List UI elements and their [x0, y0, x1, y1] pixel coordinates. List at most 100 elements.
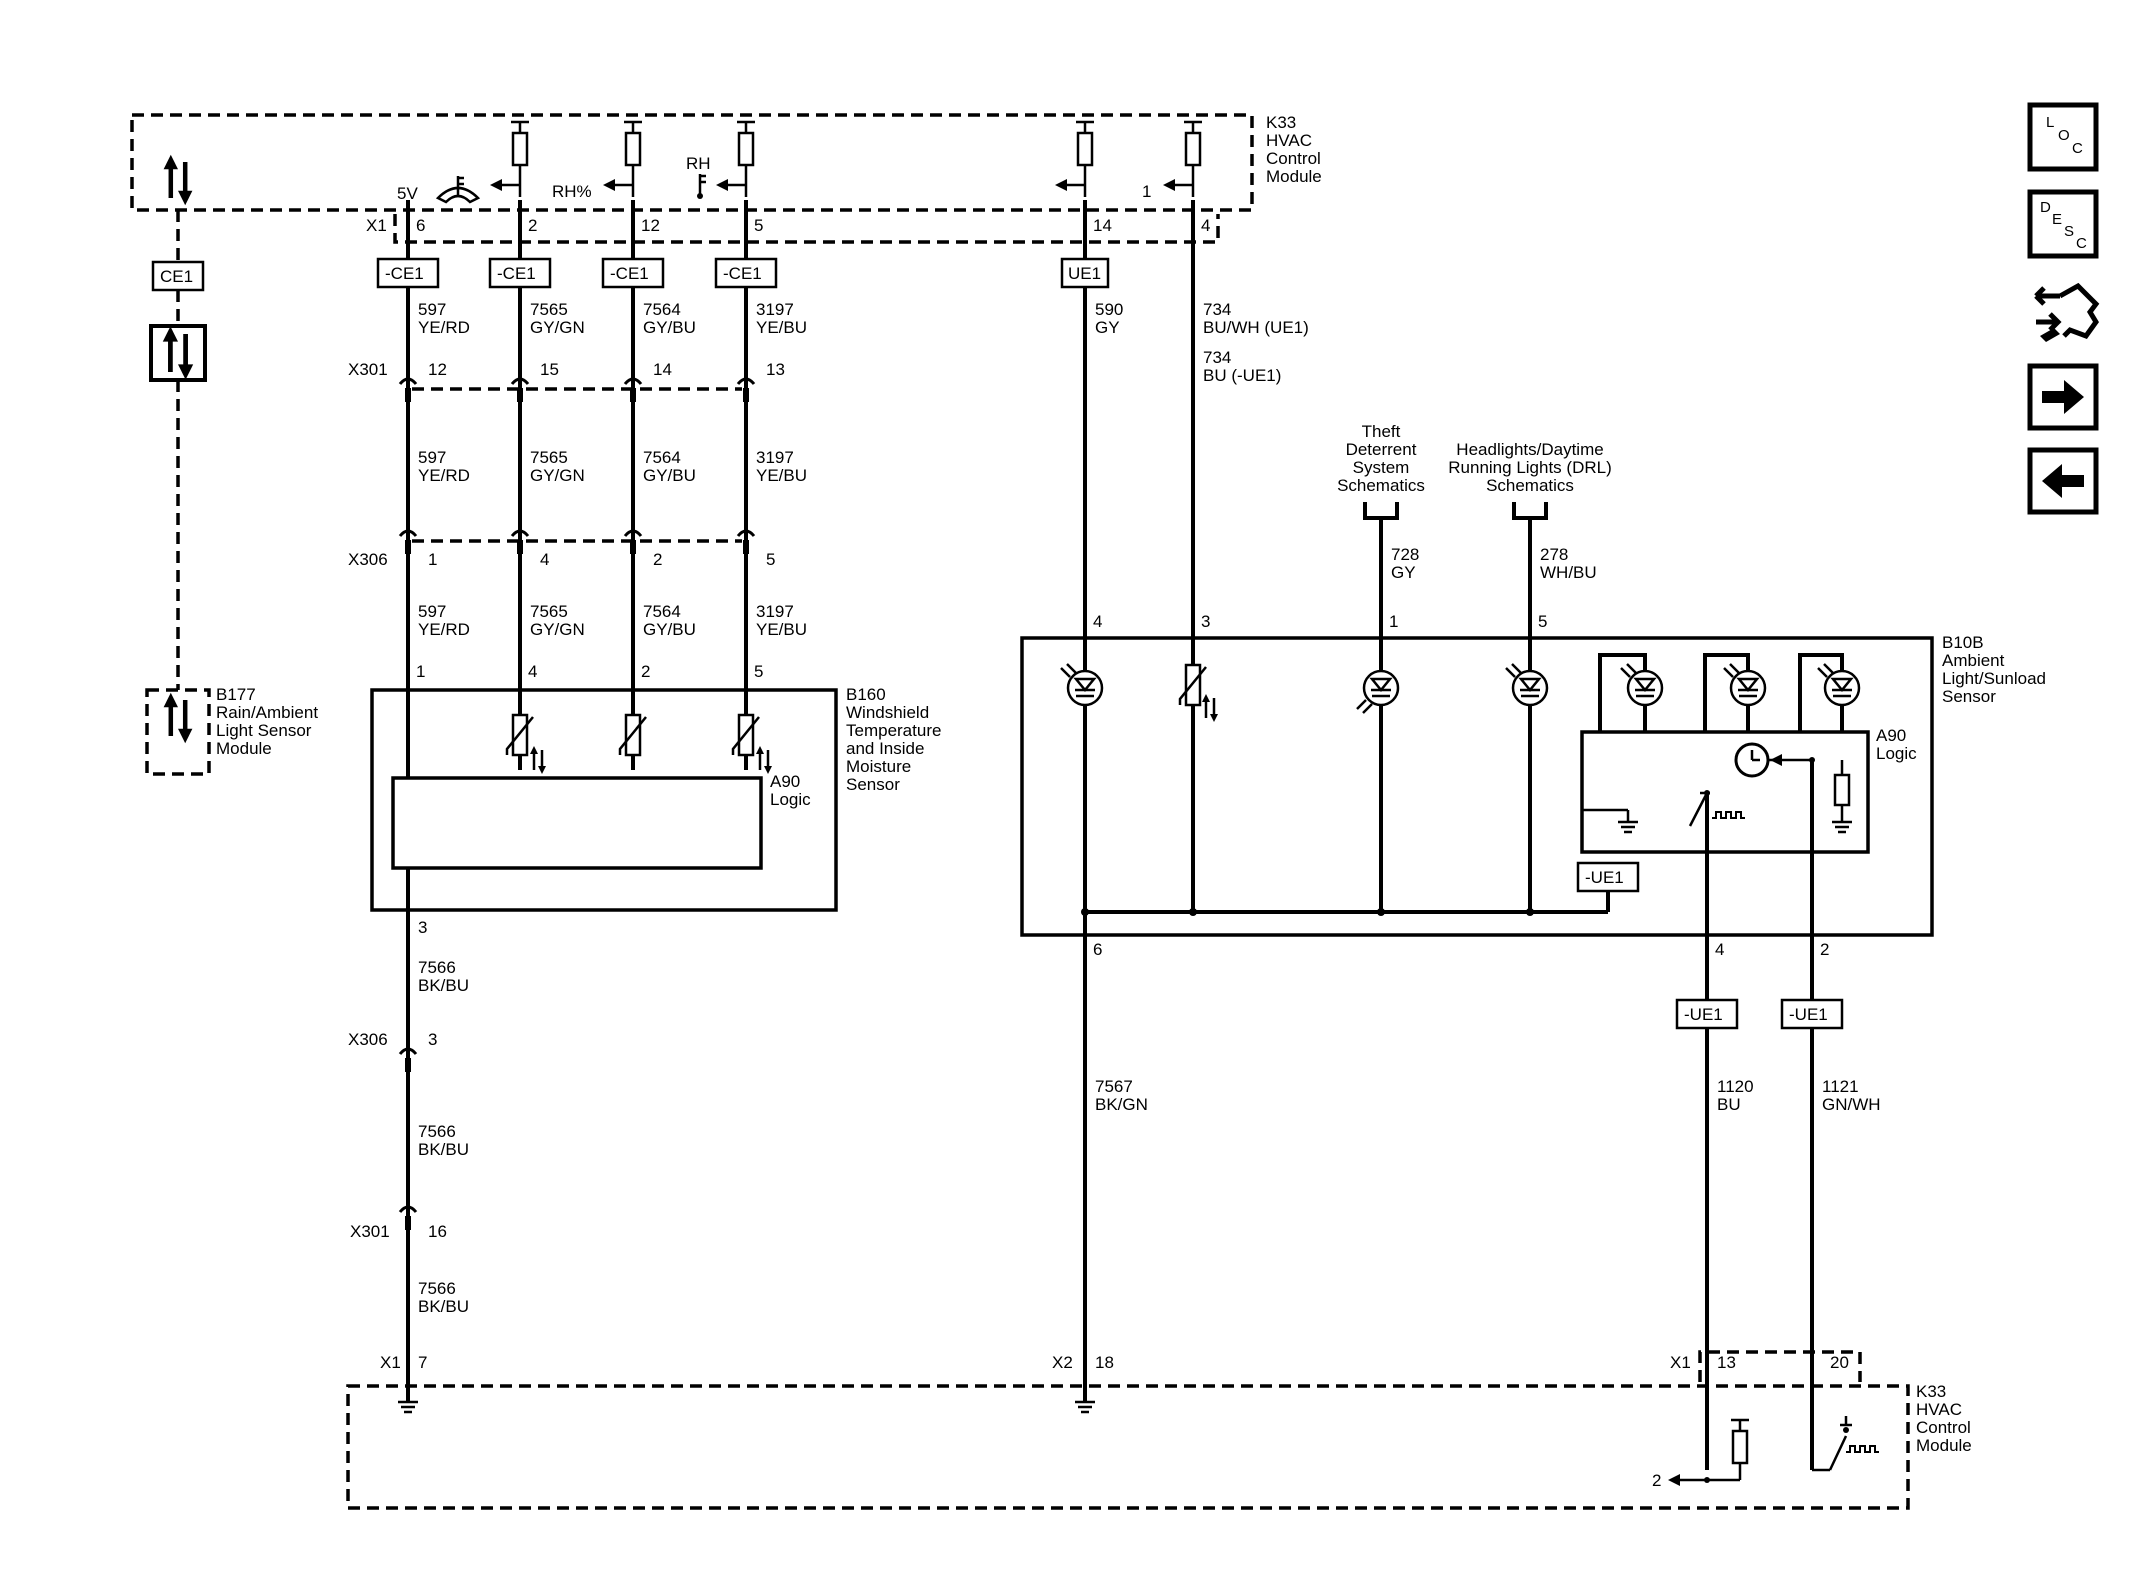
b160-label-2: Windshield: [846, 703, 929, 722]
five-volt-label: 5V: [397, 184, 418, 203]
svg-text:-UE1: -UE1: [1585, 868, 1624, 887]
x1-bottom-connector: X1: [1670, 1353, 1691, 1372]
k33-top-label-4: Module: [1266, 167, 1322, 186]
pullup-resistor-5: [714, 120, 757, 199]
x306-bottom-connector: X306: [348, 1030, 388, 1049]
b160-circuits: -CE1 -CE1 -CE1 -CE1 597 YE/RD 7565 GY/GN…: [348, 200, 807, 773]
x301-pin-14: 14: [653, 360, 672, 379]
wire-728-color: GY: [1391, 563, 1416, 582]
thermistor-icon: [1178, 663, 1208, 707]
ground-icon: [1616, 810, 1640, 834]
svg-text:-UE1: -UE1: [1684, 1005, 1723, 1024]
svg-text:-CE1: -CE1: [723, 264, 762, 283]
rh-label: RH: [686, 154, 711, 173]
b10b-pin-5: 5: [1538, 612, 1547, 631]
neg-ce1-tag-6: -CE1: [376, 257, 440, 289]
wire-3197-id-c: 3197: [756, 602, 794, 621]
b10b-logic-label-2: Logic: [1876, 744, 1917, 763]
neg-ue1-tag-4: -UE1: [1675, 998, 1739, 1030]
x306-pin-4: 4: [540, 550, 549, 569]
wire-7565-id-c: 7565: [530, 602, 568, 621]
k33-ground-pin-7: 7: [418, 1353, 427, 1372]
wire-7566-id-a: 7566: [418, 958, 456, 977]
theft-ref-4: Schematics: [1337, 476, 1425, 495]
ce1-tag: CE1: [151, 260, 205, 292]
wire-278-color: WH/BU: [1540, 563, 1597, 582]
wire-597-color-c: YE/RD: [418, 620, 470, 639]
b10b-label-2: Ambient: [1942, 651, 2005, 670]
k33-module-bottom: K33 HVAC Control Module X1 13 20 2: [346, 1350, 1972, 1510]
b177-label-1: B177: [216, 685, 256, 704]
wire-597-id-b: 597: [418, 448, 446, 467]
b10b-pin-1: 1: [1389, 612, 1398, 631]
next-page-arrow-icon[interactable]: [2027, 363, 2099, 431]
b160-pin-3: 3: [418, 918, 427, 937]
svg-text:O: O: [2058, 127, 2070, 144]
x301-bottom-connector: X301: [350, 1222, 390, 1241]
b160-label-5: Moisture: [846, 757, 911, 776]
switch-icon: [1812, 1416, 1879, 1472]
neg-ce1-tag-2: -CE1: [488, 257, 552, 289]
wire-7566-id-c: 7566: [418, 1279, 456, 1298]
serial-data-symbol: [149, 324, 207, 382]
b177-serial-link: CE1 B177 Rain/Ambient Light Sensor Modul…: [145, 210, 318, 776]
connector-repair-icon[interactable]: [2034, 282, 2100, 342]
k33-top-label-1: K33: [1266, 113, 1296, 132]
k33-top-pin-14: 14: [1093, 216, 1112, 235]
wire-597-color-a: YE/RD: [418, 318, 470, 337]
wire-734-color-a: BU/WH (UE1): [1203, 318, 1309, 337]
b10b-pin-4-out: 4: [1715, 940, 1724, 959]
b10b-pin-3: 3: [1201, 612, 1210, 631]
wire-7567-color: BK/GN: [1095, 1095, 1148, 1114]
b10b-pin-6: 6: [1093, 940, 1102, 959]
b160-pin-5: 5: [754, 662, 763, 681]
b160-label-4: and Inside: [846, 739, 924, 758]
b160-logic-label-1: A90: [770, 772, 800, 791]
previous-page-arrow-icon[interactable]: [2027, 447, 2099, 515]
b160-label-3: Temperature: [846, 721, 941, 740]
wire-3197-id-b: 3197: [756, 448, 794, 467]
b177-module: B177 Rain/Ambient Light Sensor Module: [145, 685, 318, 776]
wire-7564-color-c: GY/BU: [643, 620, 696, 639]
rh-percent-label: RH%: [552, 182, 592, 201]
neg-ue1-tag-internal: -UE1: [1576, 861, 1640, 893]
switch-icon: [1688, 790, 1745, 827]
ground-icon: [1073, 1400, 1097, 1414]
k33-top-pin-12: 12: [641, 216, 660, 235]
wire-7564-id-c: 7564: [643, 602, 681, 621]
svg-text:S: S: [2064, 223, 2074, 240]
wire-7565-id-b: 7565: [530, 448, 568, 467]
wire-7566-color-a: BK/BU: [418, 976, 469, 995]
theft-ref-3: System: [1353, 458, 1410, 477]
wire-1121-id: 1121: [1822, 1077, 1859, 1096]
x301-pin-13: 13: [766, 360, 785, 379]
svg-text:C: C: [2072, 140, 2083, 157]
svg-text:L: L: [2046, 114, 2054, 131]
x301-pin-12: 12: [428, 360, 447, 379]
wire-3197-id-a: 3197: [756, 300, 794, 319]
k33-top-label-3: Control: [1266, 149, 1321, 168]
b10b-pin-4: 4: [1093, 612, 1102, 631]
wire-7565-color-a: GY/GN: [530, 318, 585, 337]
pullup-resistor-14: [1053, 120, 1096, 199]
pullup-resistor-12: [601, 120, 644, 199]
svg-text:UE1: UE1: [1068, 264, 1101, 283]
x306-top-connector: X306: [348, 550, 388, 569]
x301-pin-16: 16: [428, 1222, 447, 1241]
neg-ue1-tag-2: -UE1: [1780, 998, 1844, 1030]
wire-734-color-b: BU (-UE1): [1203, 366, 1281, 385]
b10b-circuits: UE1 590 GY 734 BU/WH (UE1) 734 BU (-UE1)…: [1060, 200, 1612, 1402]
sunload-photodiode-1: [1598, 653, 1664, 732]
theft-ref-1: Theft: [1362, 422, 1401, 441]
thermistor-icon: [731, 713, 761, 757]
wire-597-id-c: 597: [418, 602, 446, 621]
output-two-label: 2: [1652, 1471, 1661, 1490]
location-button[interactable]: L O C: [2027, 102, 2099, 172]
headlights-ref-2: Running Lights (DRL): [1448, 458, 1611, 477]
b160-label-1: B160: [846, 685, 886, 704]
x301-top-connector: X301: [348, 360, 388, 379]
wire-7566-id-b: 7566: [418, 1122, 456, 1141]
description-button[interactable]: D E S C: [2027, 189, 2099, 259]
wire-728-id: 728: [1391, 545, 1419, 564]
